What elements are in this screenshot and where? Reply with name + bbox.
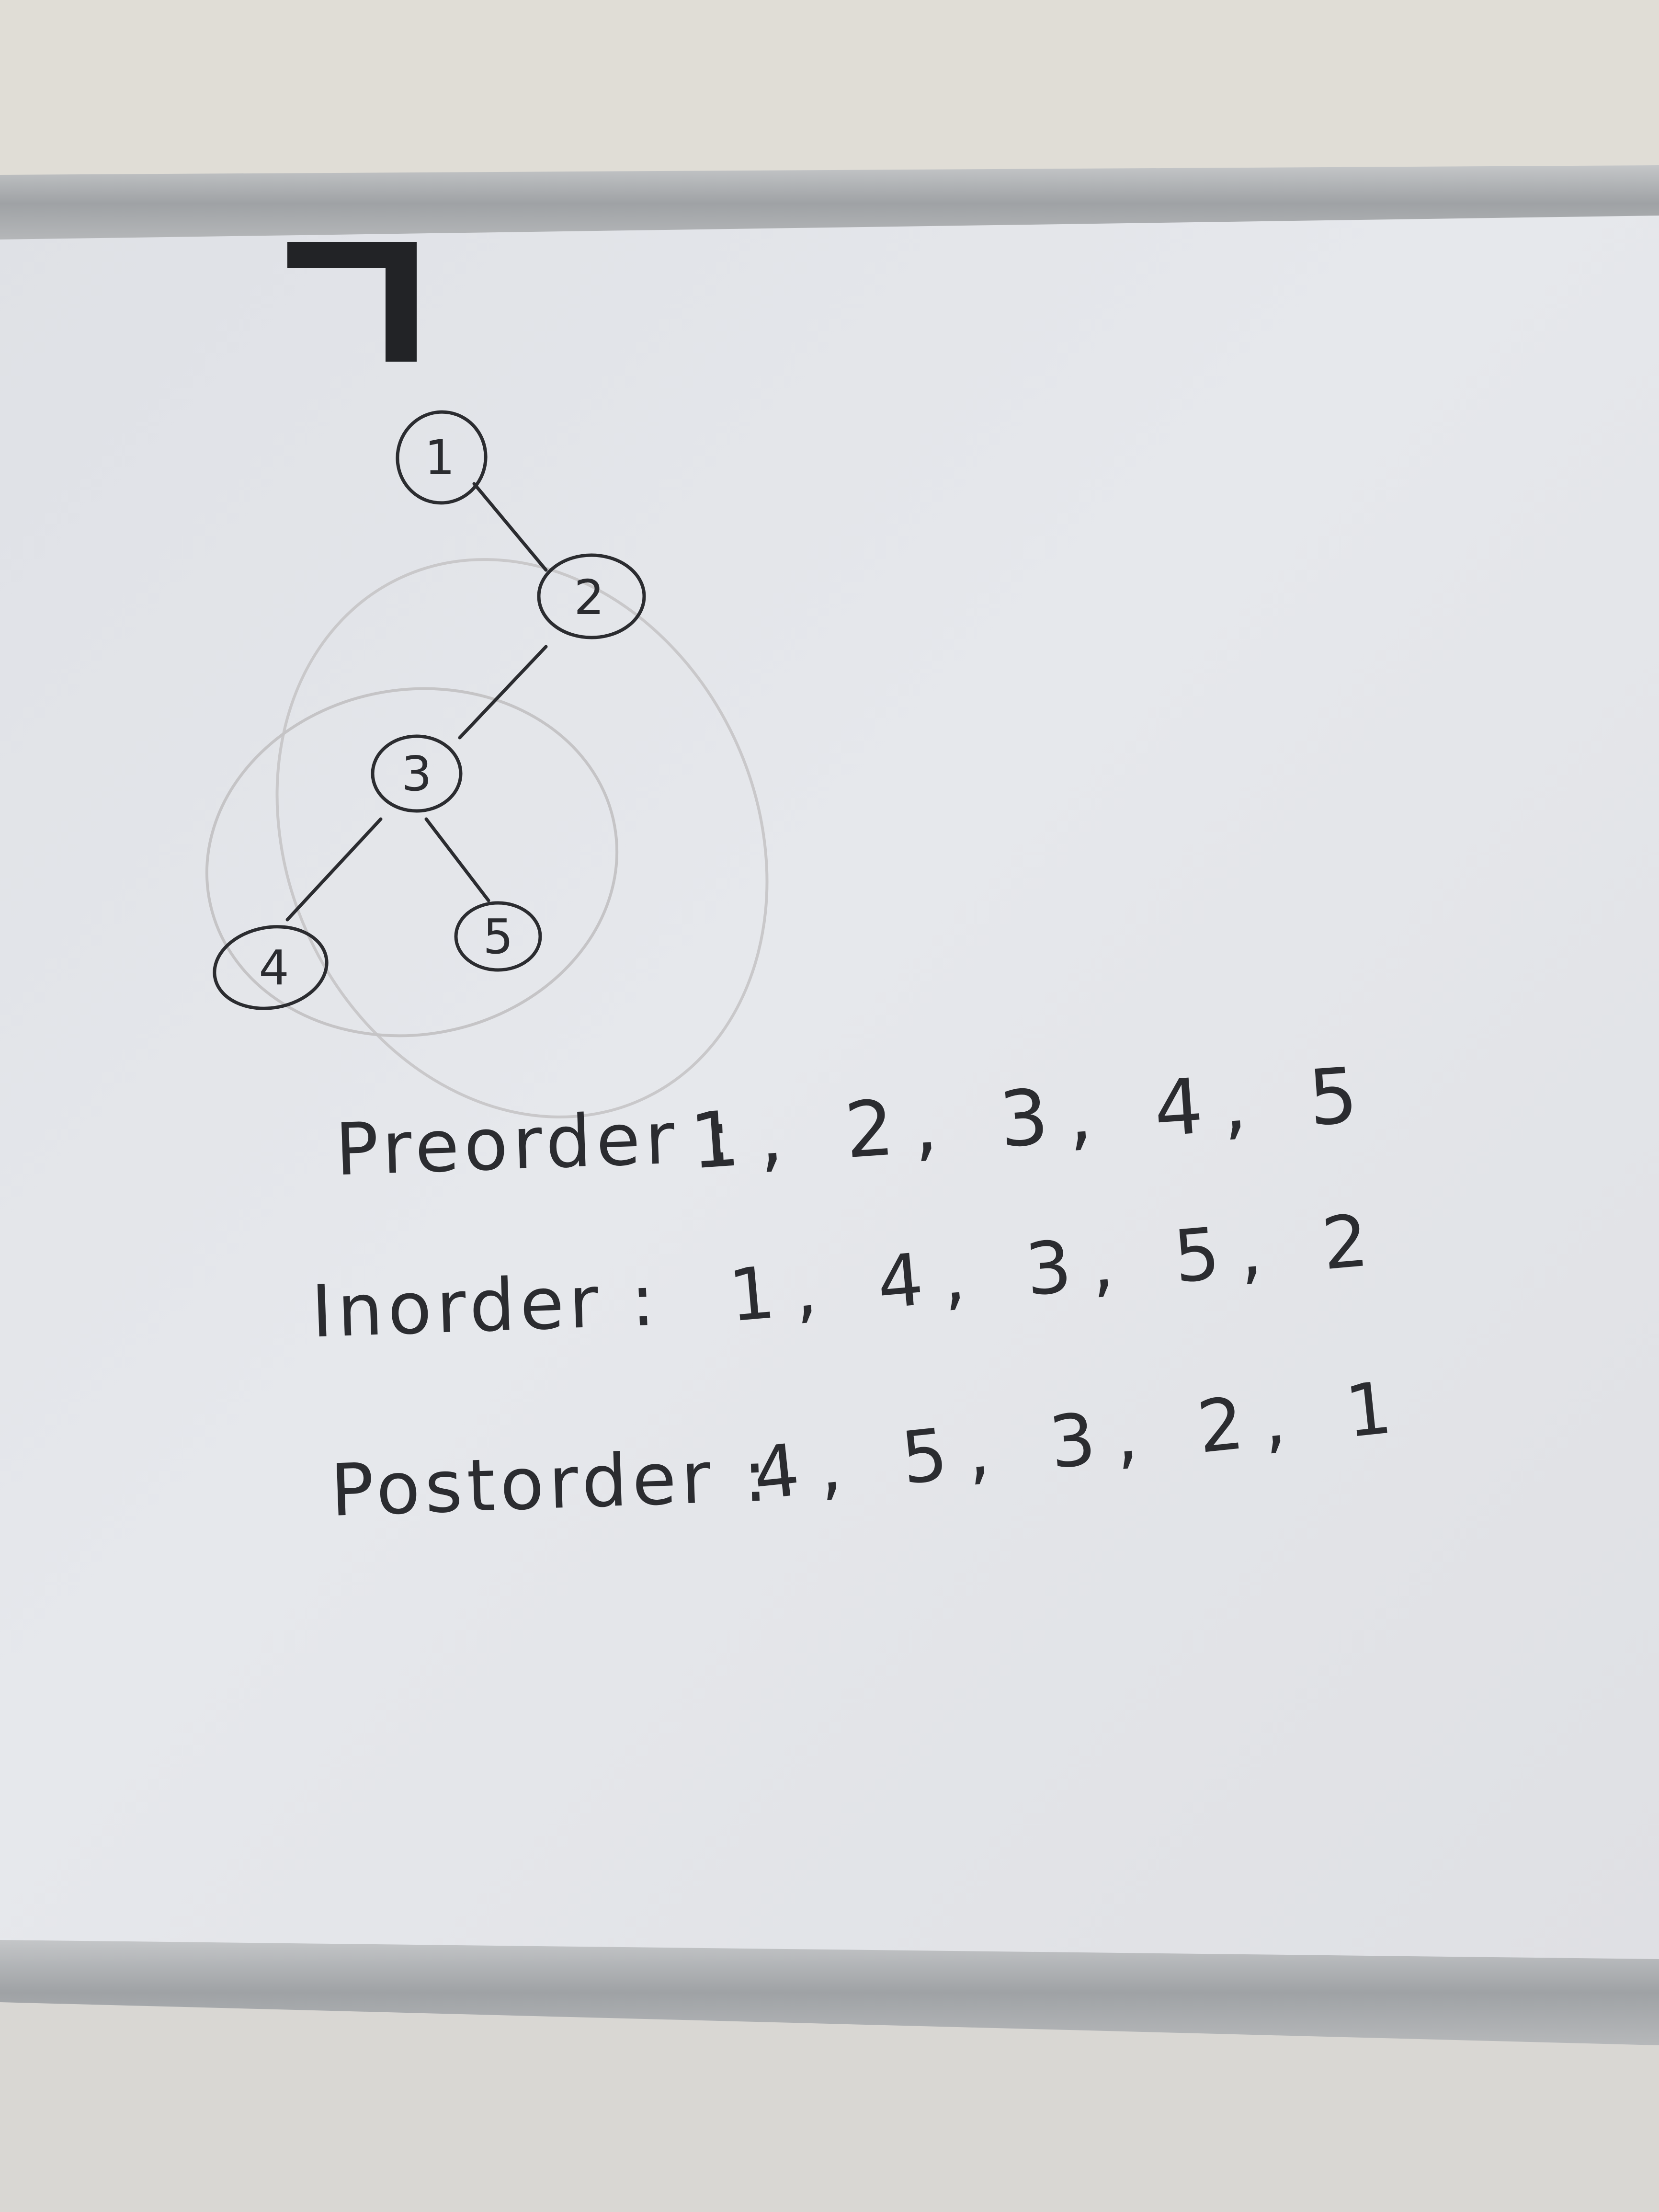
tree-node-1 (396, 410, 488, 505)
tree-node-4-label: 4 (259, 940, 289, 996)
edge-2-3 (458, 645, 548, 740)
corner-mark (287, 242, 417, 362)
tree-node-1-label: 1 (424, 430, 455, 486)
tree-node-5-label: 5 (483, 909, 513, 965)
board-frame-bottom (0, 1940, 1659, 2045)
board-surface (0, 216, 1659, 1964)
edge-3-5 (424, 817, 490, 902)
tree-node-3-label: 3 (401, 746, 432, 802)
edge-3-4 (285, 817, 383, 922)
preorder-label: Preorder : (334, 1095, 738, 1192)
postorder-label: Postorder : (329, 1434, 773, 1533)
edge-1-2 (472, 482, 548, 572)
tree-node-2 (537, 553, 646, 639)
tree-node-4 (213, 925, 329, 1010)
tree-node-3 (371, 734, 463, 813)
wall-top (0, 0, 1659, 182)
tree-node-2-label: 2 (574, 570, 604, 626)
tree-node-5 (454, 901, 542, 972)
inorder-label: Inorder : (310, 1258, 661, 1354)
faint-circle-outer (275, 558, 769, 1118)
faint-circle-inner (205, 687, 619, 1038)
